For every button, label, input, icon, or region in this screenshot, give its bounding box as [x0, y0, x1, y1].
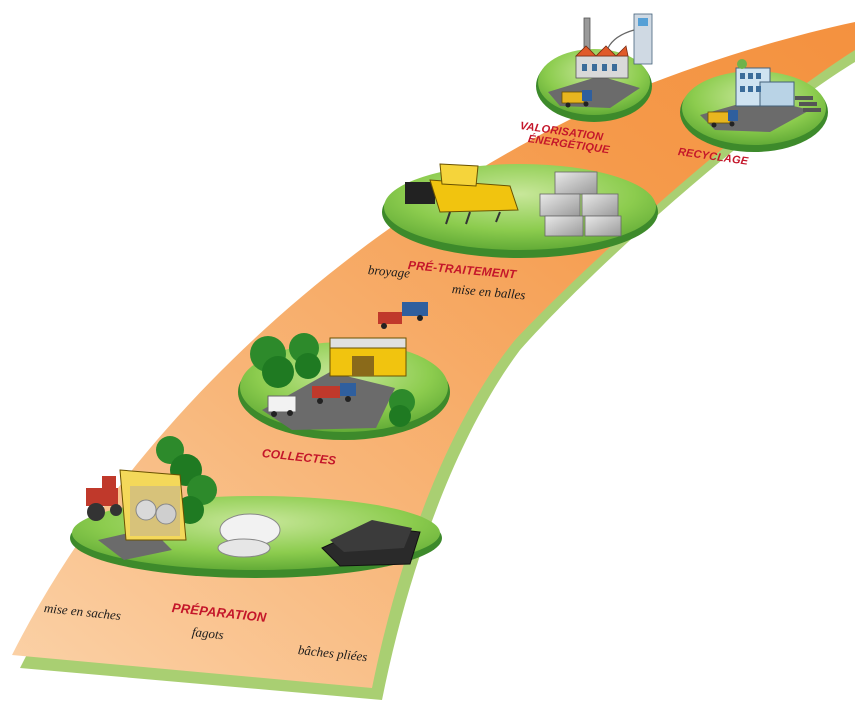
pretraitement-platform — [382, 163, 658, 258]
tractor-icon — [86, 476, 122, 521]
sacks-icon — [217, 513, 281, 558]
folded-tarps-icon — [321, 520, 421, 567]
collection-center-icon — [329, 337, 407, 377]
van-icon — [267, 395, 297, 417]
car-trailer-icon — [378, 302, 428, 329]
item-label-fagots: fagots — [191, 624, 225, 643]
bales-icon — [539, 171, 622, 237]
barn-icon — [119, 469, 187, 541]
tree-icon — [250, 333, 415, 427]
recyclage-platform — [680, 59, 828, 152]
collectes-platform — [238, 333, 450, 440]
valorisation-platform — [536, 13, 653, 122]
preparation-platform — [70, 436, 442, 578]
truck-icon — [707, 110, 738, 128]
truck-icon — [561, 90, 592, 108]
factory-icon — [575, 13, 653, 79]
car-trailer-icon — [312, 383, 356, 404]
recycling-plant-icon — [735, 59, 821, 112]
shredder-icon — [405, 163, 519, 225]
